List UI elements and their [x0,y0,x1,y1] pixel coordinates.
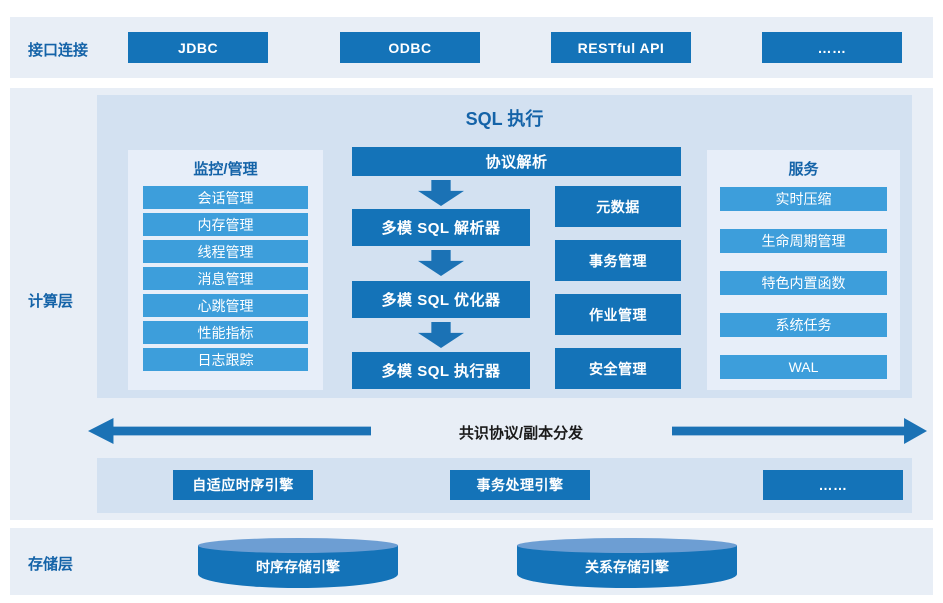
mgmt-box-security: 安全管理 [555,348,681,389]
cylinder-top-icon [517,538,737,553]
pipeline-stage-optimizer: 多模 SQL 优化器 [352,281,530,318]
monitoring-item: 心跳管理 [143,294,308,317]
engine-adaptive-timeseries: 自适应时序引擎 [173,470,313,500]
engine-band: 自适应时序引擎 事务处理引擎 …… [97,458,912,513]
monitoring-item: 线程管理 [143,240,308,263]
monitoring-items: 会话管理 内存管理 线程管理 消息管理 心跳管理 性能指标 日志跟踪 [128,186,323,371]
monitoring-item: 消息管理 [143,267,308,290]
service-items: 实时压缩 生命周期管理 特色内置函数 系统任务 WAL [707,187,900,379]
service-item: 生命周期管理 [720,229,887,253]
protocol-parse-bar: 协议解析 [352,147,681,176]
connector-restful-api: RESTful API [551,32,691,63]
arrow-down-icon [418,180,464,206]
arrow-down-icon [418,250,464,276]
monitoring-item: 日志跟踪 [143,348,308,371]
storage-cylinder-relational: 关系存储引擎 [517,538,737,588]
sql-execution-panel: SQL 执行 监控/管理 会话管理 内存管理 线程管理 消息管理 心跳管理 性能… [97,95,912,398]
pipeline-stage-parser: 多模 SQL 解析器 [352,209,530,246]
monitoring-panel-title: 监控/管理 [193,161,258,178]
connector-jdbc: JDBC [128,32,268,63]
service-item: 实时压缩 [720,187,887,211]
consensus-label: 共识协议/副本分发 [458,425,584,442]
monitoring-item: 内存管理 [143,213,308,236]
services-panel: 服务 实时压缩 生命周期管理 特色内置函数 系统任务 WAL [707,150,900,390]
pipeline-stage-executor: 多模 SQL 执行器 [352,352,530,389]
cylinder-top-icon [198,538,398,553]
monitoring-item: 会话管理 [143,186,308,209]
interface-layer-band: 接口连接 JDBC ODBC RESTful API …… [10,17,933,78]
service-item: 系统任务 [720,313,887,337]
engine-transaction-processing: 事务处理引擎 [450,470,590,500]
connector-more: …… [762,32,902,63]
mgmt-box-transaction: 事务管理 [555,240,681,281]
storage-layer-label: 存储层 [28,556,74,573]
services-panel-title: 服务 [788,161,819,178]
compute-layer-label: 计算层 [28,293,74,310]
engine-more: …… [763,470,903,500]
arrow-down-icon [418,322,464,348]
compute-layer-band: 计算层 SQL 执行 监控/管理 会话管理 内存管理 线程管理 消息管理 心跳管… [10,88,933,520]
sql-execution-title: SQL 执行 [465,109,544,129]
arrow-right-icon [672,418,927,444]
storage-cylinder-timeseries: 时序存储引擎 [198,538,398,588]
monitoring-panel: 监控/管理 会话管理 内存管理 线程管理 消息管理 心跳管理 性能指标 日志跟踪 [128,150,323,390]
storage-layer-band: 存储层 时序存储引擎 关系存储引擎 [10,528,933,595]
service-item: 特色内置函数 [720,271,887,295]
service-item: WAL [720,355,887,379]
arrow-left-icon [88,418,371,444]
interface-layer-label: 接口连接 [28,42,89,59]
monitoring-item: 性能指标 [143,321,308,344]
mgmt-box-job: 作业管理 [555,294,681,335]
mgmt-box-metadata: 元数据 [555,186,681,227]
connector-odbc: ODBC [340,32,480,63]
